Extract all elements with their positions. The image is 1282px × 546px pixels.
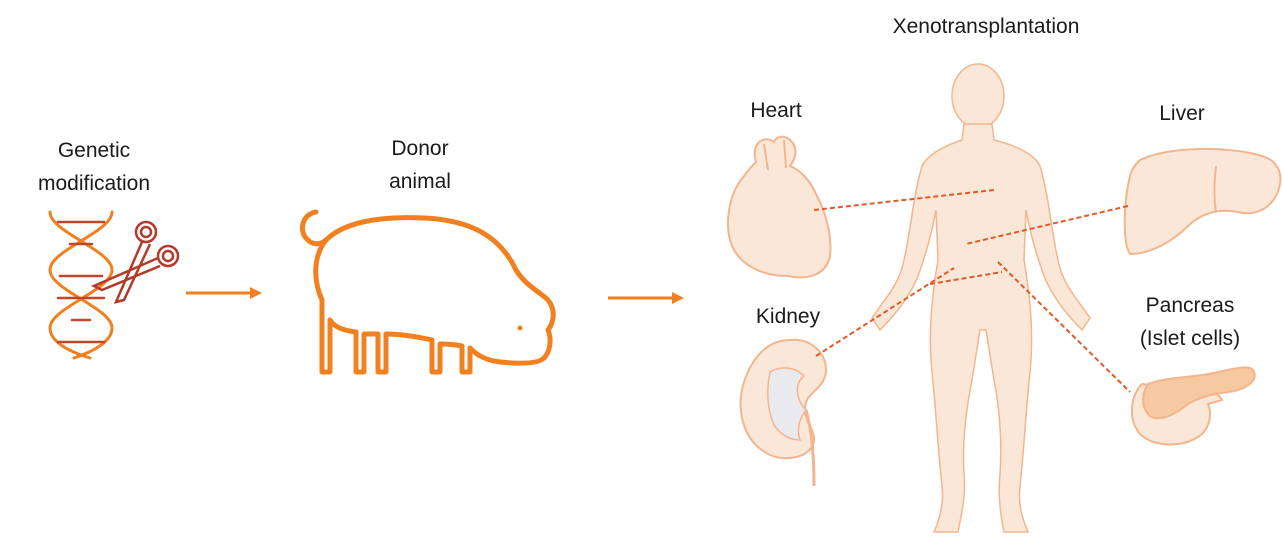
donor-animal-line2: animal (389, 170, 451, 193)
arrow-icon (186, 287, 262, 299)
genetic-modification-line2: modification (37, 172, 151, 195)
dna-icon (48, 210, 114, 360)
kidney-icon (739, 338, 828, 487)
genetic-modification-line1: Genetic (57, 139, 131, 162)
kidney-connector-2 (929, 271, 1003, 285)
pancreas-connector (997, 261, 1131, 393)
scissors-icon (91, 220, 180, 304)
page-title: Xenotransplantation (892, 15, 1080, 38)
human-body-icon (871, 63, 1091, 533)
heart-label: Heart (750, 99, 802, 122)
pancreas-label: Pancreas (Islet cells) (1112, 289, 1268, 355)
pig-icon (299, 209, 556, 375)
liver-label: Liver (1159, 102, 1205, 125)
genetic-modification-label: Genetic modification (14, 134, 174, 200)
kidney-label: Kidney (755, 305, 821, 328)
heart-connector (813, 189, 995, 211)
liver-connector (965, 205, 1129, 245)
pancreas-line1: Pancreas (1145, 294, 1235, 317)
heart-icon (727, 135, 832, 279)
donor-animal-label: Donor animal (350, 132, 490, 198)
donor-animal-line1: Donor (391, 137, 449, 160)
liver-icon (1123, 147, 1282, 256)
kidney-connector (815, 267, 955, 357)
pancreas-line2: (Islet cells) (1139, 327, 1241, 350)
organ-connectors (813, 189, 1131, 393)
pancreas-icon (1131, 366, 1256, 446)
arrow-icon (608, 292, 684, 304)
